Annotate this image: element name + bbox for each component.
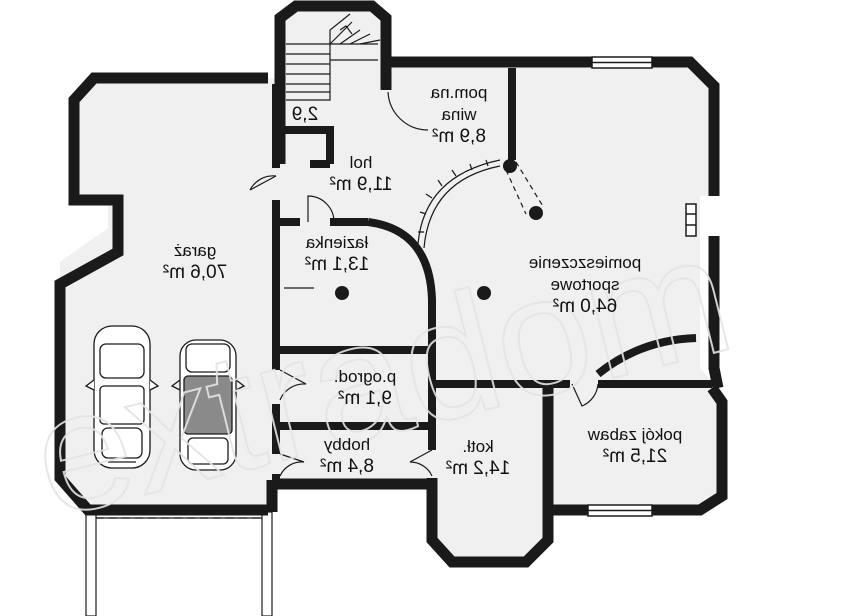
room-name: pokój zabaw bbox=[587, 425, 683, 444]
wall-sport-right-curve bbox=[595, 334, 697, 378]
outer-wall-boiler-bay bbox=[426, 388, 554, 568]
column-sport-1 bbox=[529, 206, 543, 220]
room-label-boiler-room: kotł. 14,2 m² bbox=[440, 436, 516, 480]
dashed-beam bbox=[505, 161, 545, 215]
room-name-line2: sportowe bbox=[550, 275, 620, 294]
room-label-garage: garaż 70,6 m² bbox=[140, 240, 250, 284]
outer-wall-stair-tower bbox=[274, 0, 392, 164]
hall-arc-inner bbox=[417, 159, 501, 245]
room-area: 21,5 m² bbox=[602, 446, 668, 467]
wall-bath-curve bbox=[367, 218, 436, 350]
room-label-sport-room: pomieszczenie sportowe 64,0 m² bbox=[510, 252, 660, 318]
column-hall bbox=[503, 159, 517, 173]
door-playroom bbox=[571, 383, 599, 407]
room-name-line2: wina bbox=[441, 105, 477, 124]
room-name: p.ogrod. bbox=[333, 367, 397, 386]
stairs bbox=[286, 13, 381, 101]
room-area: 64,0 m² bbox=[552, 296, 618, 317]
room-label-playroom: pokój zabaw 21,5 m² bbox=[570, 424, 700, 468]
windows bbox=[587, 56, 697, 517]
outer-wall-left bbox=[54, 72, 268, 516]
carport bbox=[85, 511, 273, 616]
room-name-line1: pom.na bbox=[430, 83, 488, 102]
car-right bbox=[170, 339, 246, 471]
car-left bbox=[84, 325, 160, 469]
room-area: 11,9 m² bbox=[329, 174, 393, 195]
carport-post-left bbox=[85, 511, 97, 616]
column-sport-2 bbox=[477, 286, 491, 300]
outer-wall-top-right bbox=[386, 56, 720, 196]
door-bath bbox=[307, 195, 335, 223]
door-wine bbox=[387, 91, 429, 131]
door-hobby bbox=[279, 453, 305, 477]
room-name: garaż bbox=[173, 241, 217, 260]
room-label-bathroom: łazienka 13,1 m² bbox=[292, 232, 382, 276]
wall-stair-box bbox=[276, 126, 334, 168]
window-right bbox=[685, 203, 697, 237]
room-area: 8,4 m² bbox=[320, 456, 374, 477]
room-label-hall: hol 11,9 m² bbox=[326, 152, 396, 196]
interior-walls bbox=[272, 68, 712, 484]
column-bath bbox=[335, 286, 349, 300]
room-label-hobby: hobby 8,4 m² bbox=[312, 434, 382, 478]
outer-walls bbox=[54, 0, 728, 568]
door-hall-garage bbox=[249, 175, 277, 191]
doors bbox=[249, 91, 599, 477]
room-name: kotł. bbox=[462, 437, 494, 456]
room-label-garden-room: p.ogrod. 9,1 m² bbox=[318, 366, 412, 410]
columns bbox=[335, 159, 543, 300]
room-area: 13,1 m² bbox=[304, 254, 370, 275]
room-label-stair-area: 2,9 bbox=[280, 104, 330, 126]
room-area: 9,1 m² bbox=[338, 388, 392, 409]
room-area: 14,2 m² bbox=[445, 458, 511, 479]
room-area: 70,6 m² bbox=[162, 262, 228, 283]
room-name: hobby bbox=[323, 435, 371, 454]
outer-wall-bottom bbox=[266, 478, 432, 512]
carport-post-right bbox=[261, 511, 273, 616]
room-name: hol bbox=[349, 153, 373, 172]
outer-wall-right bbox=[708, 236, 724, 390]
hall-arc-ticks bbox=[418, 159, 489, 233]
room-name: łazienka bbox=[305, 233, 369, 252]
room-name-line1: pomieszczenie bbox=[528, 253, 642, 272]
room-label-wine-cellar: pom.na wina 8,9 m² bbox=[414, 82, 504, 148]
room-area: 2,9 bbox=[291, 104, 319, 125]
outer-wall-bottom-right bbox=[548, 384, 728, 516]
hall-arc-outer bbox=[423, 165, 501, 249]
door-garden bbox=[279, 369, 307, 401]
room-area: 8,9 m² bbox=[432, 126, 486, 147]
door-boiler bbox=[409, 449, 433, 477]
